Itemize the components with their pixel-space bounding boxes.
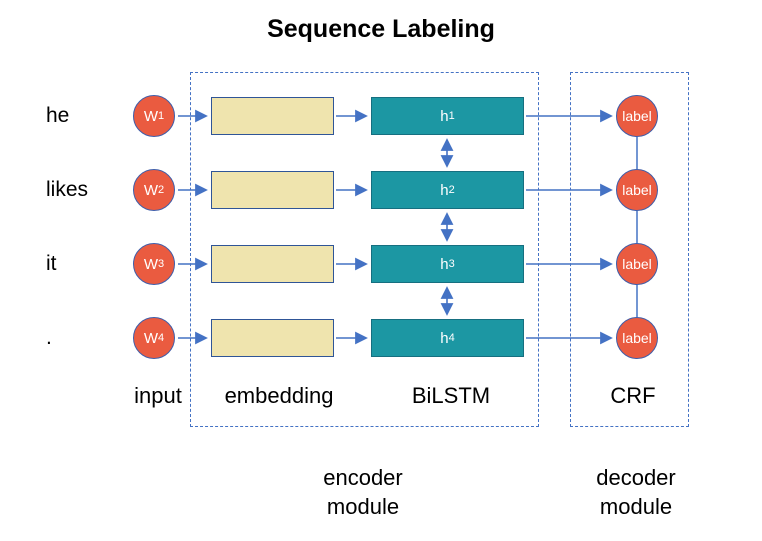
hidden-text: h xyxy=(440,255,449,273)
column-label-embedding: embedding xyxy=(224,383,334,408)
column-label-input: input xyxy=(134,383,182,408)
token-subscript: 3 xyxy=(158,258,165,270)
embedding-box xyxy=(211,245,334,283)
label-node: label xyxy=(616,169,658,211)
encoder-module-box xyxy=(190,72,539,427)
token-subscript: 4 xyxy=(158,332,165,344)
input-word: it xyxy=(46,252,57,275)
encoder-module-label: encoder module xyxy=(263,463,463,521)
hidden-subscript: 2 xyxy=(448,184,455,196)
label-node: label xyxy=(616,317,658,359)
token-subscript: 1 xyxy=(158,110,165,122)
input-word: . xyxy=(46,326,52,349)
embedding-box xyxy=(211,171,334,209)
token-text: W xyxy=(143,107,159,125)
encoder-module-label-line1: encoder xyxy=(323,465,403,490)
input-word: he xyxy=(46,104,70,127)
token-subscript: 2 xyxy=(158,184,165,196)
decoder-module-label: decoder module xyxy=(536,463,736,521)
hidden-subscript: 4 xyxy=(448,332,455,344)
hidden-subscript: 1 xyxy=(448,110,455,122)
diagram-title: Sequence Labeling xyxy=(267,15,495,43)
hidden-text: h xyxy=(440,107,449,125)
decoder-module-box xyxy=(570,72,689,427)
hidden-subscript: 3 xyxy=(448,258,455,270)
label-node: label xyxy=(616,95,658,137)
hidden-text: h xyxy=(440,329,449,347)
column-label-bilstm: BiLSTM xyxy=(411,383,491,408)
input-word: likes xyxy=(46,178,89,201)
embedding-box xyxy=(211,319,334,357)
token-text: W xyxy=(143,181,159,199)
label-text: label xyxy=(622,108,652,124)
hidden-text: h xyxy=(440,181,449,199)
token-text: W xyxy=(143,329,159,347)
decoder-module-label-line2: module xyxy=(599,494,673,519)
label-text: label xyxy=(622,330,652,346)
label-text: label xyxy=(622,182,652,198)
label-text: label xyxy=(622,256,652,272)
embedding-box xyxy=(211,97,334,135)
label-node: label xyxy=(616,243,658,285)
encoder-module-label-line2: module xyxy=(326,494,400,519)
column-label-crf: CRF xyxy=(610,383,656,408)
decoder-module-label-line1: decoder xyxy=(596,465,676,490)
token-text: W xyxy=(143,255,159,273)
